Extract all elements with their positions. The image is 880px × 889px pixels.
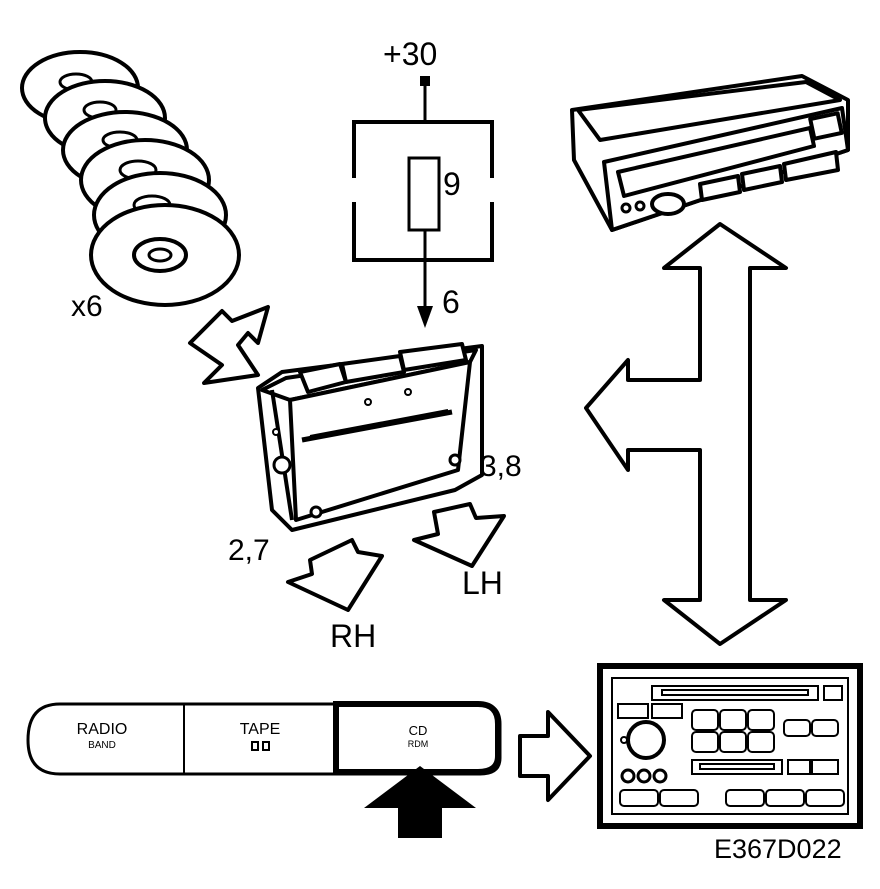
rh-pins-label: 2,7 [228, 534, 270, 567]
cd-button-label: CD [408, 723, 428, 738]
result-arrow-icon [518, 710, 592, 802]
fuse-element [407, 156, 441, 232]
disc-count-label: x6 [71, 290, 103, 323]
lh-side-label: LH [462, 565, 503, 601]
radio-button-label: RADIO [76, 721, 128, 738]
cd-disc-6 [89, 203, 241, 307]
head-unit-illustration [570, 74, 850, 232]
wire-number-label: 6 [442, 284, 460, 320]
tape-icon [251, 741, 270, 751]
figure-code-label: E367D022 [714, 834, 842, 864]
cd-stack-illustration [20, 50, 241, 307]
supply-terminal-label: +30 [383, 36, 438, 72]
insert-arrow-icon [188, 305, 270, 385]
cd-button-sublabel: RDM [407, 739, 429, 749]
fuse-number-label: 9 [443, 166, 461, 202]
cd-changer-illustration [256, 342, 484, 532]
fuse-box-frame [352, 120, 494, 262]
press-cd-arrow-icon [364, 766, 476, 838]
radio-button-sublabel: BAND [88, 740, 116, 751]
lh-arrow-icon [412, 502, 506, 568]
rh-arrow-icon [286, 538, 384, 612]
wire-arrowhead-icon [417, 306, 433, 328]
radio-front-panel [597, 663, 863, 829]
rh-side-label: RH [330, 618, 377, 654]
connection-arrow-icon [584, 222, 788, 646]
power-supply-circuit [350, 76, 498, 328]
tape-button-label: TAPE [239, 721, 281, 738]
source-button-strip [26, 701, 502, 776]
terminal-30-marker [420, 76, 430, 86]
lh-pins-label: 3,8 [480, 450, 522, 483]
